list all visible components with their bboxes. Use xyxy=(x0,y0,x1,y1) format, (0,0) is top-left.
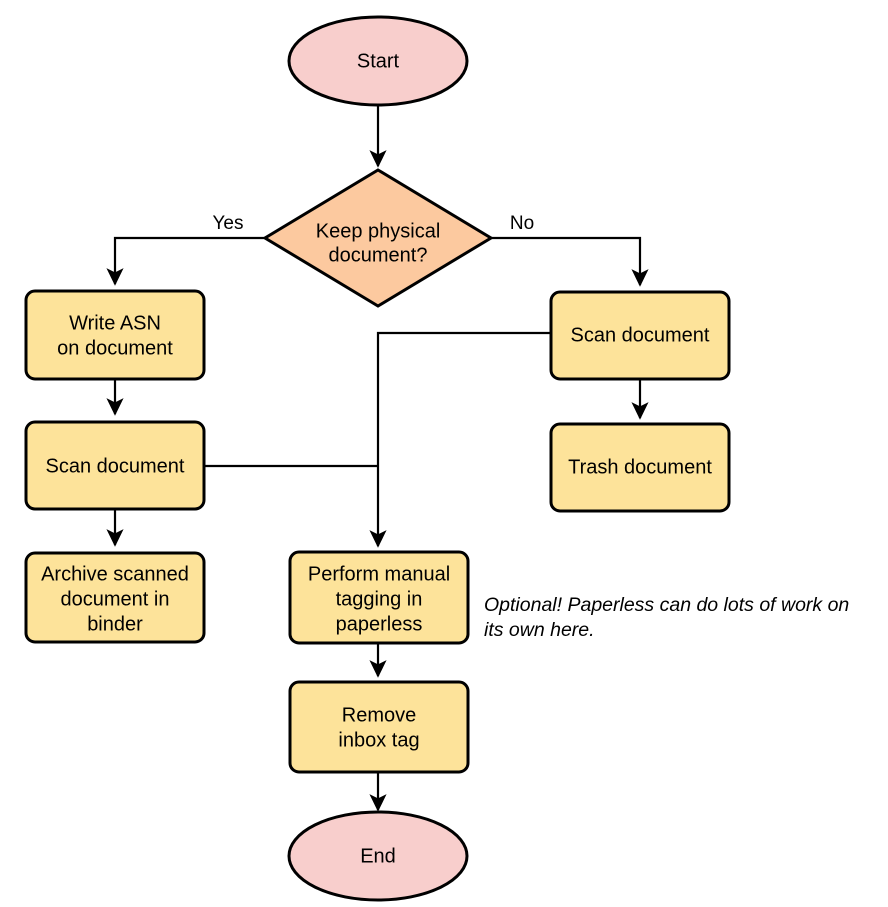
edge-group xyxy=(106,103,649,812)
process-shape-scan-document-right xyxy=(549,290,731,381)
node-write-asn-on-document[interactable]: Write ASN on document xyxy=(24,289,206,381)
node-keep-physical-document[interactable]: Keep physical document? xyxy=(262,168,494,308)
node-label-trash-document: Trash document xyxy=(568,456,712,478)
node-label-archive-line1: Archive scanned xyxy=(41,563,189,585)
process-shape-write-asn xyxy=(24,289,206,381)
process-shape-archive xyxy=(24,551,206,644)
node-scan-document-right[interactable]: Scan document xyxy=(549,290,731,381)
node-label-tagging-line1: Perform manual xyxy=(308,563,450,585)
node-archive-scanned-document[interactable]: Archive scanned document in binder xyxy=(24,551,206,644)
edge-keep-no-to-scan-right xyxy=(491,236,649,287)
node-label-end: End xyxy=(360,845,396,867)
node-label-tagging-line3: paperless xyxy=(336,613,423,635)
edge-label-yes: Yes xyxy=(213,213,244,234)
process-shape-scan-document-left xyxy=(24,420,206,511)
node-label-archive-line3: binder xyxy=(87,613,143,635)
node-label-keep-line1: Keep physical xyxy=(316,220,441,242)
node-label-write-asn-line1: Write ASN xyxy=(69,312,161,334)
node-scan-document-left[interactable]: Scan document xyxy=(24,420,206,511)
process-shape-remove-inbox-tag xyxy=(288,680,470,774)
process-shape-tagging xyxy=(288,550,470,645)
annotation-line-2: its own here. xyxy=(484,619,595,641)
decision-shape-keep-physical-document xyxy=(262,168,494,308)
node-label-keep-line2: document? xyxy=(329,244,428,266)
node-label-write-asn-line2: on document xyxy=(57,337,173,359)
annotation-optional-note: Optional! Paperless can do lots of work … xyxy=(484,594,849,641)
node-start[interactable]: Start xyxy=(287,15,469,107)
terminator-shape-end xyxy=(287,810,469,902)
process-shape-trash-document xyxy=(549,422,731,513)
node-label-scan-document-left: Scan document xyxy=(46,455,185,477)
node-label-tagging-line2: tagging in xyxy=(336,588,423,610)
edge-scan-right-to-tagging xyxy=(369,331,551,548)
node-perform-manual-tagging[interactable]: Perform manual tagging in paperless xyxy=(288,550,470,645)
terminator-shape-start xyxy=(287,15,469,107)
node-label-archive-line2: document in xyxy=(61,588,170,610)
edge-label-no: No xyxy=(510,213,534,234)
node-end[interactable]: End xyxy=(287,810,469,902)
node-label-remove-tag-line1: Remove xyxy=(342,704,416,726)
edge-keep-yes-to-write-asn xyxy=(106,236,265,286)
node-remove-inbox-tag[interactable]: Remove inbox tag xyxy=(288,680,470,774)
node-label-scan-document-right: Scan document xyxy=(571,324,710,346)
node-label-remove-tag-line2: inbox tag xyxy=(338,729,419,751)
node-trash-document[interactable]: Trash document xyxy=(549,422,731,513)
node-label-start: Start xyxy=(357,50,400,72)
annotation-line-1: Optional! Paperless can do lots of work … xyxy=(484,594,849,616)
